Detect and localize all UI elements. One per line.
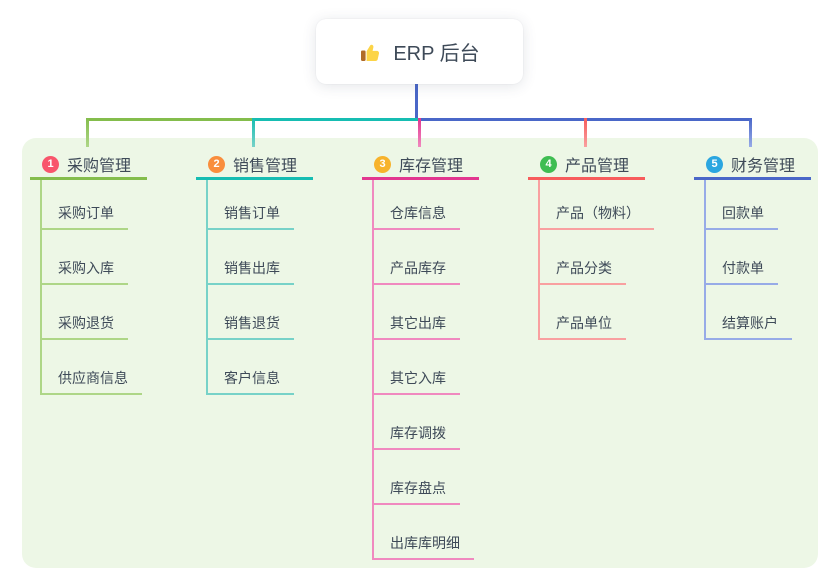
- connector-drop-2: [252, 118, 255, 147]
- branch-2-child-4[interactable]: 客户信息: [206, 369, 294, 395]
- branch-1-child-4[interactable]: 供应商信息: [40, 369, 142, 395]
- connector-drop-3: [418, 118, 421, 147]
- connector-bus-segment-1: [87, 118, 255, 121]
- branch-4-child-2[interactable]: 产品分类: [538, 259, 626, 285]
- branch-3-trunk: [372, 180, 374, 560]
- branch-2-label: 销售管理: [233, 158, 298, 175]
- connector-drop-4: [584, 118, 587, 147]
- branch-1-child-3[interactable]: 采购退货: [40, 314, 128, 340]
- branch-4-badge: 4: [540, 155, 557, 173]
- root-node[interactable]: ERP 后台: [316, 19, 523, 84]
- branch-3-header[interactable]: 3 库存管理: [362, 151, 479, 180]
- branch-4-child-1[interactable]: 产品（物料）: [538, 204, 654, 230]
- branch-1-child-1[interactable]: 采购订单: [40, 204, 128, 230]
- branch-5-child-2[interactable]: 付款单: [704, 259, 778, 285]
- branch-5-label: 财务管理: [731, 158, 796, 175]
- branch-4-header[interactable]: 4 产品管理: [528, 151, 645, 180]
- branch-5-child-3[interactable]: 结算账户: [704, 314, 792, 340]
- thumbs-up-icon: [359, 40, 383, 64]
- root-connector-line: [415, 84, 418, 121]
- branch-3-badge: 3: [374, 155, 391, 173]
- branch-5-header[interactable]: 5 财务管理: [694, 151, 811, 180]
- branch-3-child-6[interactable]: 库存盘点: [372, 479, 460, 505]
- branch-5-trunk: [704, 180, 706, 340]
- branch-2-trunk: [206, 180, 208, 395]
- branch-3-child-3[interactable]: 其它出库: [372, 314, 460, 340]
- connector-drop-1: [86, 118, 89, 147]
- branch-3-child-2[interactable]: 产品库存: [372, 259, 460, 285]
- connector-drop-5: [749, 118, 752, 147]
- connector-bus-segment-2: [253, 118, 421, 121]
- branch-1-child-2[interactable]: 采购入库: [40, 259, 128, 285]
- branch-4-child-3[interactable]: 产品单位: [538, 314, 626, 340]
- root-title: ERP 后台: [393, 43, 480, 65]
- branch-3-child-7[interactable]: 出库库明细: [372, 534, 474, 560]
- branch-2-header[interactable]: 2 销售管理: [196, 151, 313, 180]
- branch-2-child-3[interactable]: 销售退货: [206, 314, 294, 340]
- branch-2-badge: 2: [208, 155, 225, 173]
- branch-2-child-2[interactable]: 销售出库: [206, 259, 294, 285]
- branch-5-badge: 5: [706, 155, 723, 173]
- branch-1-trunk: [40, 180, 42, 395]
- branch-3-label: 库存管理: [399, 158, 464, 175]
- branch-3-child-1[interactable]: 仓库信息: [372, 204, 460, 230]
- branch-4-trunk: [538, 180, 540, 340]
- branch-1-badge: 1: [42, 155, 59, 173]
- branch-3-child-5[interactable]: 库存调拨: [372, 424, 460, 450]
- branch-3-child-4[interactable]: 其它入库: [372, 369, 460, 395]
- branch-4-label: 产品管理: [565, 158, 630, 175]
- branch-2-child-1[interactable]: 销售订单: [206, 204, 294, 230]
- branch-1-header[interactable]: 1 采购管理: [30, 151, 147, 180]
- branches-panel: [22, 138, 818, 568]
- branch-5-child-1[interactable]: 回款单: [704, 204, 778, 230]
- branch-1-label: 采购管理: [67, 158, 132, 175]
